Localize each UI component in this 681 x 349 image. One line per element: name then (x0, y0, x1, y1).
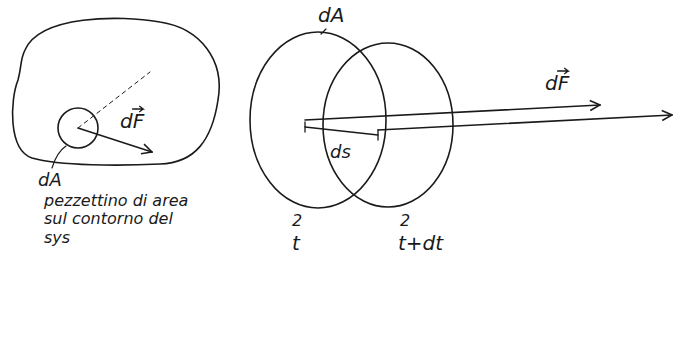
note-text: pezzettino di area sul contorno del sys (44, 192, 204, 247)
displacement (305, 127, 378, 135)
system-blob (13, 18, 220, 165)
tick (305, 122, 378, 140)
force-arrow (305, 105, 600, 120)
symbol-label: dF (545, 72, 569, 95)
symbol-label: dA (38, 170, 62, 191)
surface-t-dt (323, 43, 453, 207)
leader-line (52, 146, 66, 168)
symbol-label: dA (318, 4, 344, 27)
leader-line (321, 29, 326, 34)
symbol-label: 2 (292, 212, 302, 230)
symbol-label: dF (120, 110, 144, 133)
force-arrow (378, 115, 672, 130)
symbol-label: ds (330, 142, 351, 163)
symbol-label: t+dt (398, 232, 443, 255)
symbol-label: t (292, 232, 300, 255)
symbol-label: 2 (400, 212, 410, 230)
